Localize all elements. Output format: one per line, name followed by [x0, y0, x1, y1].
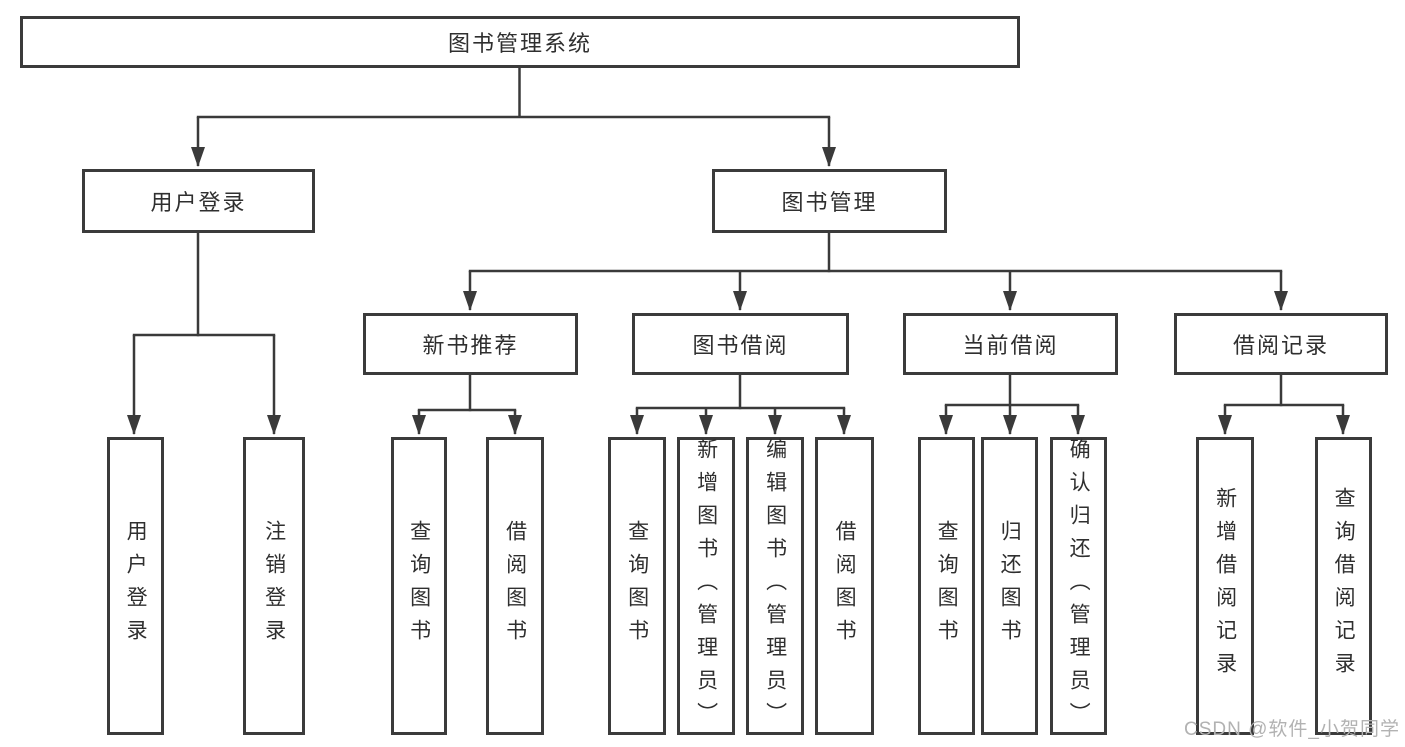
node-leaf-current-query-books: 查询图书 — [918, 437, 975, 735]
node-leaf-user-login: 用户登录 — [107, 437, 164, 735]
node-leaf-add-books-admin: 新增图书（管理员） — [677, 437, 735, 735]
node-new-book-recommend-label: 新书推荐 — [422, 333, 519, 358]
node-book-management: 图书管理 — [712, 169, 947, 233]
node-new-book-recommend: 新书推荐 — [363, 313, 578, 375]
node-leaf-borrow-query-books-label: 查询图书 — [625, 520, 649, 652]
node-leaf-recommend-borrow-books: 借阅图书 — [486, 437, 544, 735]
node-leaf-user-login-label: 用户登录 — [124, 520, 148, 652]
node-user-login: 用户登录 — [82, 169, 315, 233]
node-leaf-edit-books-admin-label: 编辑图书（管理员） — [763, 437, 787, 735]
node-leaf-query-borrow-record-label: 查询借阅记录 — [1332, 487, 1356, 685]
node-current-borrow: 当前借阅 — [903, 313, 1118, 375]
node-leaf-confirm-return-admin: 确认归还（管理员） — [1050, 437, 1107, 735]
node-book-borrow-label: 图书借阅 — [692, 333, 789, 358]
node-borrow-records-label: 借阅记录 — [1232, 333, 1329, 358]
node-leaf-recommend-borrow-books-label: 借阅图书 — [503, 520, 527, 652]
node-leaf-add-borrow-record: 新增借阅记录 — [1196, 437, 1254, 735]
node-user-login-label: 用户登录 — [150, 190, 247, 215]
node-leaf-borrow-query-books: 查询图书 — [608, 437, 666, 735]
node-leaf-recommend-query-books: 查询图书 — [391, 437, 447, 735]
watermark: CSDN @软件_小贺同学 — [1184, 719, 1400, 740]
node-leaf-edit-books-admin: 编辑图书（管理员） — [746, 437, 804, 735]
node-current-borrow-label: 当前借阅 — [962, 333, 1059, 358]
node-leaf-add-borrow-record-label: 新增借阅记录 — [1213, 487, 1237, 685]
node-leaf-logout-label: 注销登录 — [262, 520, 286, 652]
node-leaf-recommend-query-books-label: 查询图书 — [407, 520, 431, 652]
node-leaf-confirm-return-admin-label: 确认归还（管理员） — [1067, 437, 1091, 735]
node-leaf-current-query-books-label: 查询图书 — [935, 520, 959, 652]
node-leaf-query-borrow-record: 查询借阅记录 — [1315, 437, 1372, 735]
node-book-management-label: 图书管理 — [781, 190, 878, 215]
node-leaf-borrow-books-label: 借阅图书 — [833, 520, 857, 652]
node-book-borrow: 图书借阅 — [632, 313, 849, 375]
node-leaf-borrow-books: 借阅图书 — [815, 437, 874, 735]
node-leaf-add-books-admin-label: 新增图书（管理员） — [694, 437, 718, 735]
node-leaf-logout: 注销登录 — [243, 437, 305, 735]
node-root: 图书管理系统 — [20, 16, 1020, 68]
node-leaf-return-books-label: 归还图书 — [998, 520, 1022, 652]
node-leaf-return-books: 归还图书 — [981, 437, 1038, 735]
node-root-label: 图书管理系统 — [447, 31, 592, 56]
node-borrow-records: 借阅记录 — [1174, 313, 1388, 375]
